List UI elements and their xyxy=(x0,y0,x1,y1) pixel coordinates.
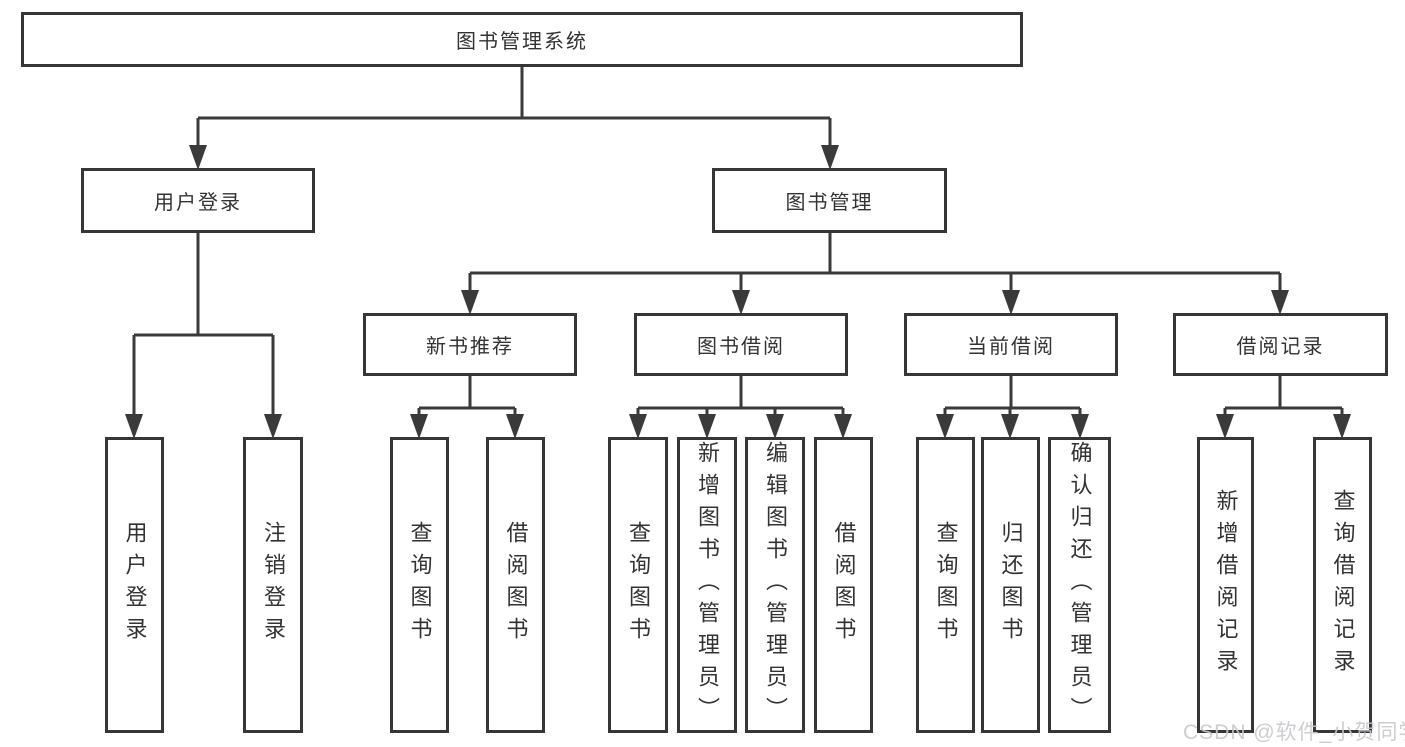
leaf-confirm-return-admin-label: 确认归还（管理员） xyxy=(1067,441,1093,729)
leaf-query-books-current: 查询图书 xyxy=(916,437,975,733)
leaf-borrow-books-recommend-label: 借阅图书 xyxy=(503,521,529,649)
node-book-management: 图书管理 xyxy=(712,168,947,233)
leaf-user-login: 用户登录 xyxy=(105,437,164,733)
node-current-borrowing: 当前借阅 xyxy=(904,313,1118,376)
leaf-query-books-borrow-label: 查询图书 xyxy=(626,521,651,649)
node-borrowing-records: 借阅记录 xyxy=(1173,313,1388,376)
leaf-logout-label: 注销登录 xyxy=(261,521,286,649)
leaf-query-borrow-record-label: 查询借阅记录 xyxy=(1330,489,1356,681)
node-user-login: 用户登录 xyxy=(81,168,315,233)
leaf-query-borrow-record: 查询借阅记录 xyxy=(1313,437,1372,733)
leaf-borrow-books-label: 借阅图书 xyxy=(831,521,857,649)
leaf-confirm-return-admin: 确认归还（管理员） xyxy=(1048,437,1111,733)
leaf-borrow-books: 借阅图书 xyxy=(814,437,873,733)
node-library-management-system: 图书管理系统 xyxy=(21,12,1023,67)
node-new-book-recommendation: 新书推荐 xyxy=(363,313,577,376)
leaf-add-books-admin-label: 新增图书（管理员） xyxy=(695,441,720,729)
leaf-add-borrow-record-label: 新增借阅记录 xyxy=(1213,489,1239,681)
leaf-edit-books-admin-label: 编辑图书（管理员） xyxy=(763,441,788,729)
leaf-return-books-label: 归还图书 xyxy=(998,521,1024,649)
leaf-add-borrow-record: 新增借阅记录 xyxy=(1197,437,1254,733)
node-book-borrowing: 图书借阅 xyxy=(634,313,848,376)
leaf-logout: 注销登录 xyxy=(243,437,303,733)
leaf-query-books-recommend-label: 查询图书 xyxy=(407,521,433,649)
leaf-query-books-borrow: 查询图书 xyxy=(608,437,668,733)
leaf-query-books-current-label: 查询图书 xyxy=(933,521,959,649)
leaf-add-books-admin: 新增图书（管理员） xyxy=(677,437,737,733)
leaf-user-login-label: 用户登录 xyxy=(122,521,148,649)
leaf-borrow-books-recommend: 借阅图书 xyxy=(486,437,545,733)
leaf-return-books: 归还图书 xyxy=(981,437,1040,733)
watermark: CSDN @软件_小贺同学 xyxy=(1183,721,1405,744)
leaf-query-books-recommend: 查询图书 xyxy=(390,437,449,733)
leaf-edit-books-admin: 编辑图书（管理员） xyxy=(745,437,805,733)
